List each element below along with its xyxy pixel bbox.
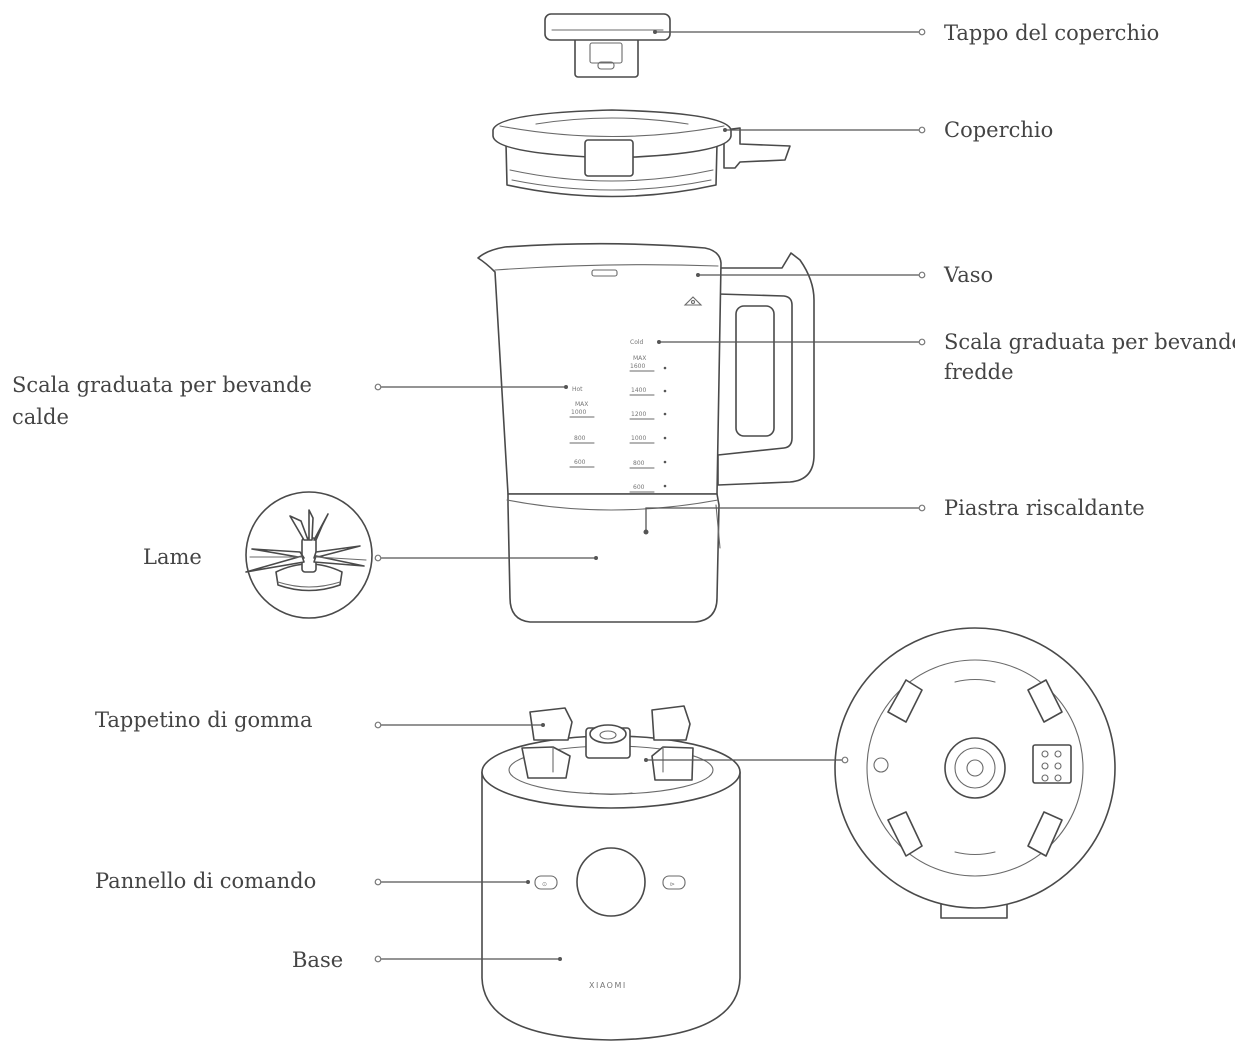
cold-scale-max-label: MAX [633,355,646,362]
base-bottom-view [834,627,1116,919]
hot-scale-800: 800 [574,435,586,442]
hot-scale-max-label: MAX [575,401,588,408]
cold-scale-1400: 1400 [631,387,646,394]
hot-scale-top-label: Hot [572,386,583,393]
hot-scale-600: 600 [574,459,586,466]
label-base: Base [292,948,344,972]
label-scala-fredde-line2: fredde [944,360,1014,384]
label-pannello-di-comando: Pannello di comando [95,869,317,893]
cold-scale-1200: 1200 [631,411,646,418]
label-vaso: Vaso [944,263,994,287]
lid [492,109,791,198]
hot-scale-markings: Hot MAX 1000 800 600 [569,386,595,468]
leader-lines [374,28,926,963]
motor-base: ⊙ ⊳ XIAOMI [481,705,741,1041]
cold-scale-markings: Cold MAX 1600 1400 1200 1000 800 600 [629,339,667,493]
lid-cap [544,13,671,78]
cold-scale-600: 600 [633,484,645,491]
jug [477,242,815,623]
label-piastra-riscaldante: Piastra riscaldante [944,496,1145,520]
hot-scale-max-value: 1000 [571,409,586,416]
cold-scale-1000: 1000 [631,435,646,442]
label-coperchio: Coperchio [944,118,1054,142]
label-scala-fredde-line1: Scala graduata per bevande [944,330,1235,354]
label-scala-calde-line2: calde [12,405,69,429]
cold-scale-top-label: Cold [630,339,644,346]
label-tappetino-di-gomma: Tappetino di gomma [95,708,313,732]
label-tappo-del-coperchio: Tappo del coperchio [944,21,1160,45]
brand-logo: XIAOMI [589,981,627,990]
label-lame: Lame [143,545,202,569]
cold-scale-800: 800 [633,460,645,467]
label-scala-calde-line1: Scala graduata per bevande [12,373,312,397]
svg-text:⊳: ⊳ [670,881,675,888]
cold-scale-max-value: 1600 [630,363,645,370]
blades-detail [245,491,373,619]
svg-text:⊙: ⊙ [542,881,547,888]
